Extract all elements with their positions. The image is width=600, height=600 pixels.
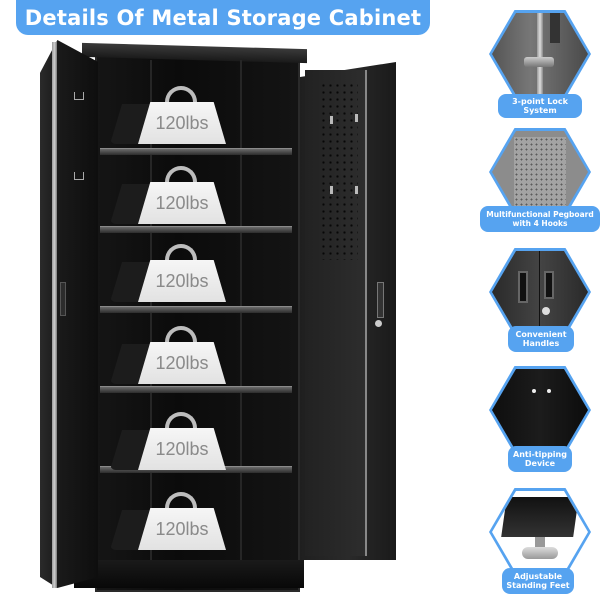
cabinet-base (74, 560, 304, 588)
peg-hook-icon (330, 186, 333, 194)
weight-icon: 120lbs (110, 412, 226, 470)
left-handle-icon (60, 282, 66, 316)
foot-icon (492, 491, 588, 573)
weight-icon: 120lbs (110, 86, 226, 144)
load-label: 120lbs (138, 102, 226, 144)
hook-icon (74, 92, 84, 100)
feature-pegboard: Multifunctional Pegboard with 4 Hooks (480, 120, 600, 240)
feature-label: Adjustable Standing Feet (502, 568, 574, 594)
load-label: 120lbs (138, 182, 226, 224)
shelf (100, 226, 292, 233)
cabinet-illustration: 120lbs 120lbs 120lbs 120lbs 120lbs 120lb… (40, 40, 396, 592)
pegboard (320, 82, 358, 260)
load-label: 120lbs (138, 342, 226, 384)
hex-frame (489, 366, 591, 454)
hex-frame (489, 10, 591, 98)
feature-lock-system: 3-point Lock System (480, 0, 600, 120)
hook-icon (74, 172, 84, 180)
weight-icon: 120lbs (110, 244, 226, 302)
weight-icon: 120lbs (110, 166, 226, 224)
hex-frame (489, 128, 591, 216)
weight-icon: 120lbs (110, 492, 226, 550)
handle-icon (492, 251, 588, 333)
page-title: Details Of Metal Storage Cabinet (16, 0, 430, 35)
hex-frame (489, 488, 591, 576)
feature-anti-tipping: Anti-tipping Device (480, 362, 600, 482)
hex-frame (489, 248, 591, 336)
lock-knob-icon (375, 320, 382, 327)
weight-icon: 120lbs (110, 326, 226, 384)
shelf (100, 386, 292, 393)
shelf (100, 148, 292, 155)
load-label: 120lbs (138, 428, 226, 470)
peg-hook-icon (355, 186, 358, 194)
load-label: 120lbs (138, 508, 226, 550)
peg-hook-icon (355, 114, 358, 122)
left-door (40, 40, 98, 588)
right-handle-icon (377, 282, 384, 318)
feature-label: Multifunctional Pegboard with 4 Hooks (480, 206, 600, 232)
feature-label: Anti-tipping Device (508, 446, 572, 472)
shelf (100, 306, 292, 313)
feature-adjustable-feet: Adjustable Standing Feet (480, 484, 600, 600)
feature-label: Convenient Handles (508, 326, 574, 352)
peg-hook-icon (330, 116, 333, 124)
load-label: 120lbs (138, 260, 226, 302)
left-door-edge (52, 42, 57, 588)
anti-tip-icon (492, 369, 588, 451)
feature-handles: Convenient Handles (480, 240, 600, 360)
feature-label: 3-point Lock System (498, 94, 582, 118)
pegboard-icon (492, 131, 588, 213)
lock-icon (492, 13, 588, 95)
